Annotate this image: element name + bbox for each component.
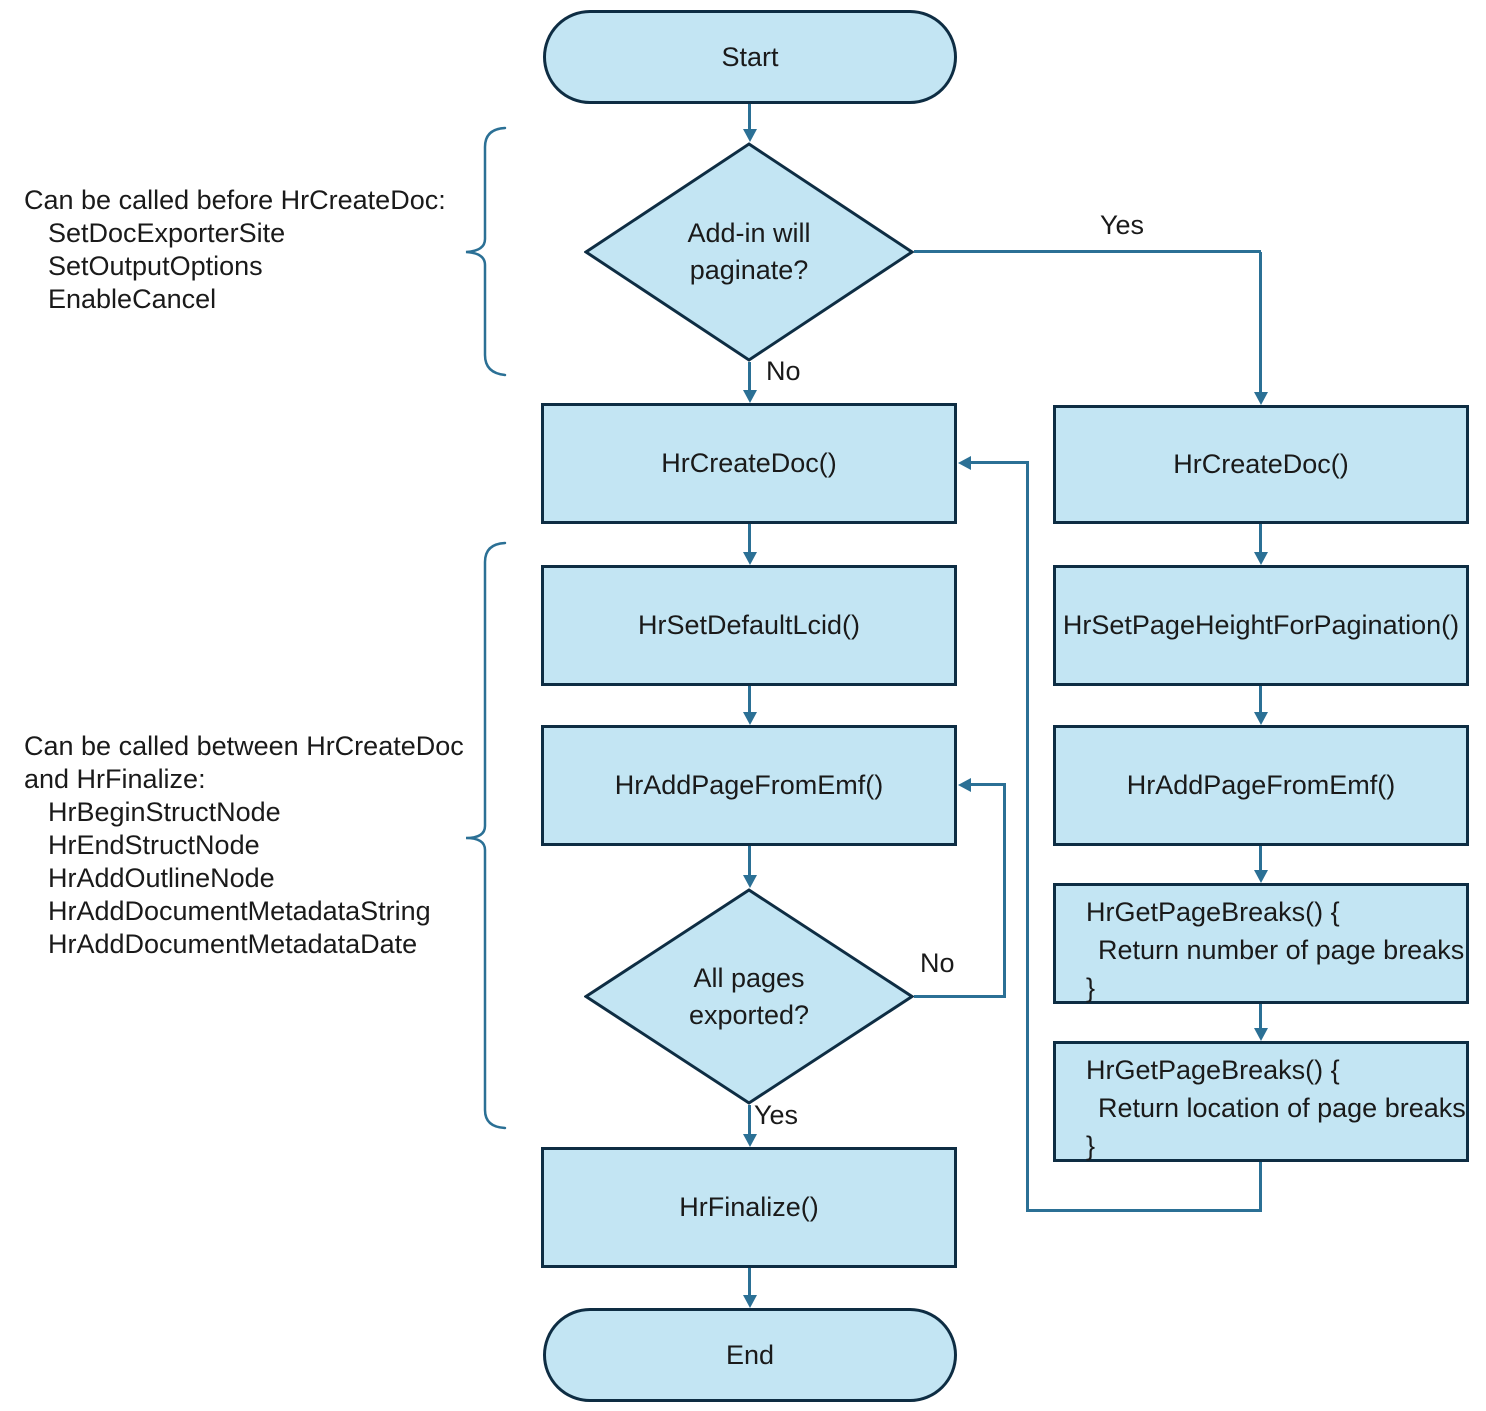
decision-label: Add-in will paginate?	[687, 218, 811, 285]
code-line: HrGetPageBreaks() {	[1086, 1055, 1340, 1085]
bracket-between-createdoc-finalize	[465, 541, 507, 1130]
edge-label-no: No	[766, 356, 801, 386]
code-line: Return location of page breaks	[1098, 1093, 1466, 1123]
annotation-item: SetDocExporterSite	[48, 218, 286, 248]
connector-getbreaks-number-to-location	[1259, 1004, 1262, 1029]
annotation-item: HrAddDocumentMetadataString	[48, 896, 431, 926]
connector-createdoc-to-setpageheight	[1259, 524, 1262, 553]
node-label: HrSetDefaultLcid()	[637, 610, 861, 640]
annotation-item: HrAddDocumentMetadataDate	[48, 929, 418, 959]
node-label: HrAddPageFromEmf()	[614, 770, 884, 800]
arrowhead	[743, 129, 757, 142]
edge-label-loop-yes: Yes	[754, 1100, 799, 1130]
node-hraddpagefromemf-paginate: HrAddPageFromEmf()	[1053, 725, 1469, 846]
node-label: HrAddPageFromEmf()	[1126, 770, 1396, 800]
connector-start-to-paginate	[748, 104, 751, 130]
annotation-between-createdoc-finalize: Can be called between HrCreateDoc and Hr…	[24, 730, 496, 961]
node-hrsetpageheightforpagination: HrSetPageHeightForPagination()	[1053, 565, 1469, 686]
arrowhead	[743, 390, 757, 403]
arrowhead	[743, 1134, 757, 1147]
node-hrsetdefaultlcid: HrSetDefaultLcid()	[541, 565, 957, 686]
node-hrfinalize: HrFinalize()	[541, 1147, 957, 1268]
connector-finalize-to-end	[748, 1268, 751, 1296]
node-label: HrSetPageHeightForPagination()	[1062, 610, 1460, 640]
arrowhead	[743, 552, 757, 565]
connector-setpageheight-to-addpage	[1259, 686, 1262, 713]
code-line: HrGetPageBreaks() {	[1086, 897, 1340, 927]
node-label: HrCreateDoc()	[1173, 449, 1349, 479]
arrowhead	[958, 456, 971, 470]
bracket-path	[465, 541, 507, 1130]
connector-createdoc-to-setdefaultlcid	[748, 524, 751, 553]
arrowhead	[1254, 1028, 1268, 1041]
connector-feedback-into-createdoc	[970, 461, 1028, 464]
arrowhead	[1254, 392, 1268, 405]
arrowhead	[958, 778, 971, 792]
arrowhead	[1254, 870, 1268, 883]
connector-paginate-yes-horizontal	[914, 250, 1261, 253]
decision-label: All pages exported?	[688, 962, 810, 1030]
node-hrgetpagebreaks-number: HrGetPageBreaks() { Return number of pag…	[1053, 883, 1469, 1004]
connector-allpages-no-return	[970, 783, 1006, 786]
node-end: End	[543, 1308, 957, 1402]
connector-allpages-no-vertical	[1003, 785, 1006, 998]
code-line: }	[1086, 973, 1096, 1003]
connector-paginate-yes-vertical	[1259, 252, 1262, 393]
node-label: HrFinalize()	[679, 1192, 819, 1222]
node-hraddpagefromemf-main: HrAddPageFromEmf()	[541, 725, 957, 846]
arrowhead	[743, 1295, 757, 1308]
edge-label-loop-no: No	[920, 948, 955, 978]
annotation-item: HrAddOutlineNode	[48, 863, 275, 893]
connector-feedback-bottom	[1026, 1209, 1262, 1212]
node-label: Start	[721, 41, 779, 72]
decision-addin-will-paginate: Add-in will paginate?	[584, 142, 914, 362]
node-label: End	[725, 1339, 775, 1370]
annotation-item: HrEndStructNode	[48, 830, 260, 860]
bracket-before-createdoc	[465, 126, 507, 377]
edge-label-yes: Yes	[1100, 210, 1145, 240]
annotation-title: Can be called before HrCreateDoc:	[24, 185, 446, 215]
connector-paginate-no-to-createdoc	[748, 362, 751, 391]
code-line: }	[1086, 1131, 1096, 1161]
node-hrcreatedoc-paginate: HrCreateDoc()	[1053, 405, 1469, 524]
decision-all-pages-exported: All pages exported?	[584, 888, 914, 1105]
code-line: Return number of page breaks	[1098, 935, 1465, 965]
node-hrgetpagebreaks-location: HrGetPageBreaks() { Return location of p…	[1053, 1041, 1469, 1162]
annotation-item: EnableCancel	[48, 284, 217, 314]
annotation-before-createdoc: Can be called before HrCreateDoc: SetDoc…	[24, 184, 496, 316]
annotation-title: Can be called between HrCreateDoc and Hr…	[24, 731, 464, 794]
connector-addpage-to-allpages	[748, 846, 751, 876]
connector-feedback-up	[1026, 461, 1029, 1212]
arrowhead	[743, 712, 757, 725]
connector-allpages-no-horizontal	[914, 995, 1006, 998]
decision-diamond-shape	[584, 142, 914, 362]
annotation-item: SetOutputOptions	[48, 251, 263, 281]
node-label: HrCreateDoc()	[661, 448, 837, 478]
bracket-path	[465, 126, 507, 377]
decision-diamond-shape	[584, 888, 914, 1105]
arrowhead	[1254, 552, 1268, 565]
node-start: Start	[543, 10, 957, 104]
connector-feedback-down	[1259, 1162, 1262, 1212]
annotation-item: HrBeginStructNode	[48, 797, 281, 827]
connector-allpages-yes-to-finalize	[748, 1105, 751, 1135]
connector-addpage-to-getbreaks-number	[1259, 846, 1262, 871]
connector-setdefaultlcid-to-addpage	[748, 686, 751, 713]
arrowhead	[743, 875, 757, 888]
arrowhead	[1254, 712, 1268, 725]
node-hrcreatedoc-main: HrCreateDoc()	[541, 403, 957, 524]
